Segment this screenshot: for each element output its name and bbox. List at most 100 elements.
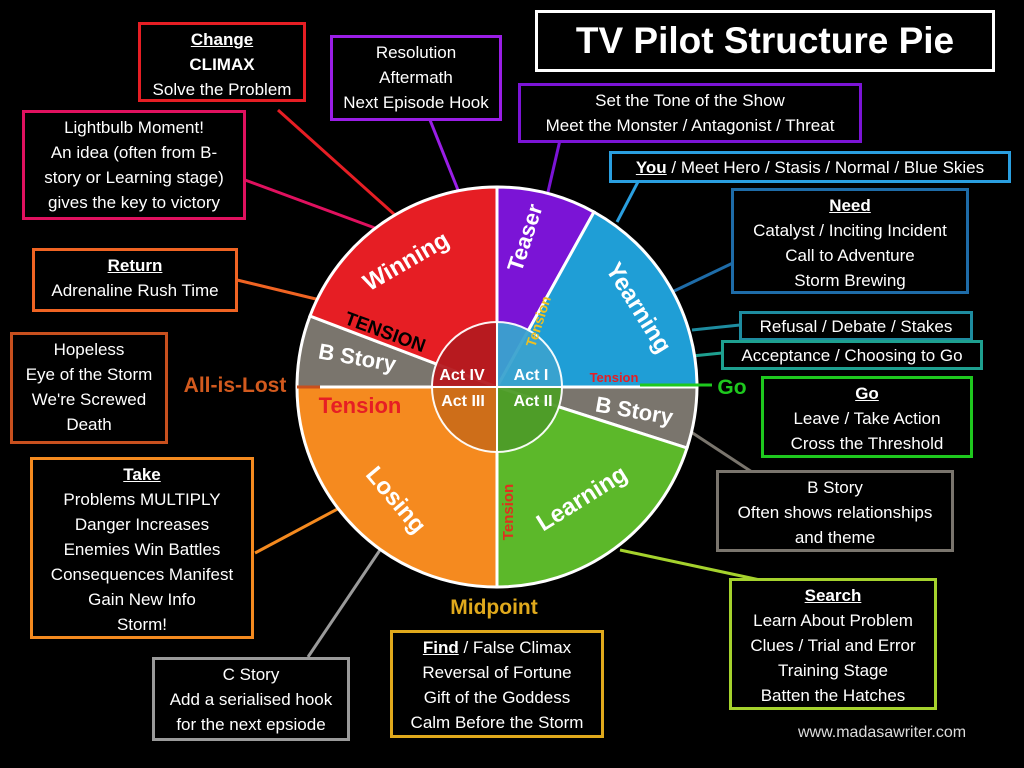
connector-search — [619, 548, 761, 582]
marker-midpoint: Midpoint — [450, 596, 537, 619]
label-act4: Act IV — [439, 367, 485, 384]
label-act3: Act III — [441, 393, 485, 410]
tension-midpoint: Tension — [500, 484, 517, 540]
tension-left: Tension — [319, 393, 402, 418]
hopeless-line2: Eye of the Storm — [25, 365, 153, 384]
website-url: www.madasawriter.com — [798, 724, 967, 741]
need-heading: Need — [829, 196, 871, 215]
b-story-line1: B Story — [807, 478, 863, 497]
sector-losing — [295, 385, 499, 589]
return-heading: Return — [107, 256, 163, 275]
search-heading: Search — [804, 586, 862, 605]
find-line1: Reversal of Fortune — [422, 663, 572, 682]
take-line2: Danger Increases — [74, 515, 210, 534]
need-line3: Storm Brewing — [794, 271, 906, 290]
resolution-line3: Next Episode Hook — [343, 93, 489, 112]
connector-c-story — [306, 549, 382, 658]
connector-change — [276, 108, 397, 217]
need-line2: Call to Adventure — [785, 246, 915, 265]
set-tone-line1: Set the Tone of the Show — [595, 91, 785, 110]
sector-learning — [495, 384, 689, 589]
change-line2: Solve the Problem — [152, 80, 292, 99]
return-line1: Adrenaline Rush Time — [51, 281, 219, 300]
take-line3: Enemies Win Battles — [63, 540, 221, 559]
search-line4: Batten the Hatches — [760, 686, 906, 705]
connector-take — [254, 503, 346, 555]
set-tone-box: Set the Tone of the Show Meet the Monste… — [518, 83, 862, 143]
find-rest: / False Climax — [458, 638, 572, 657]
find-line3: Calm Before the Storm — [410, 713, 584, 732]
connector-return — [236, 278, 321, 302]
hopeless-line4: Death — [66, 415, 112, 434]
hopeless-line3: We're Screwed — [31, 390, 147, 409]
tension-right: Tension — [590, 370, 639, 385]
connector-lightbulb — [244, 178, 376, 230]
need-box: Need Catalyst / Inciting Incident Call t… — [731, 188, 969, 294]
c-story-line3: for the next epsiode — [176, 715, 326, 734]
return-box: Return Adrenaline Rush Time — [32, 248, 238, 312]
you-line: You / Meet Hero / Stasis / Normal / Blue… — [618, 156, 1002, 179]
resolution-line2: Aftermath — [379, 68, 453, 87]
go-heading: Go — [855, 384, 879, 403]
change-line1: CLIMAX — [189, 55, 255, 74]
search-line2: Clues / Trial and Error — [750, 636, 916, 655]
act2-quadrant — [496, 386, 564, 454]
refusal-line1: Refusal / Debate / Stakes — [759, 317, 953, 336]
b-story-line3: and theme — [794, 528, 876, 547]
you-heading: You — [635, 158, 667, 177]
c-story-line1: C Story — [222, 665, 280, 684]
act4-quadrant — [430, 320, 498, 388]
find-box: Find / False Climax Reversal of Fortune … — [390, 630, 604, 738]
need-line1: Catalyst / Inciting Incident — [753, 221, 947, 240]
acceptance-line1: Acceptance / Choosing to Go — [741, 346, 963, 365]
label-act2: Act II — [513, 393, 552, 410]
search-line1: Learn About Problem — [753, 611, 913, 630]
resolution-line1: Resolution — [375, 43, 457, 62]
marker-all-is-lost: All-is-Lost — [184, 374, 287, 397]
sector-yearning — [494, 209, 699, 389]
take-line5: Gain New Info — [88, 590, 196, 609]
act3-quadrant — [430, 386, 498, 454]
connector-need — [671, 260, 736, 294]
page-title: TV Pilot Structure Pie — [535, 10, 995, 72]
connector-resolution — [428, 119, 460, 191]
marker-go: Go — [717, 376, 746, 399]
b-story-line2: Often shows relationships — [737, 503, 933, 522]
go-line2: Cross the Threshold — [790, 434, 944, 453]
acceptance-box: Acceptance / Choosing to Go — [721, 340, 983, 370]
label-act1: Act I — [514, 367, 549, 384]
take-box: Take Problems MULTIPLY Danger Increases … — [30, 457, 254, 639]
find-line2: Gift of the Goddess — [423, 688, 571, 707]
b-story-box: B Story Often shows relationships and th… — [716, 470, 954, 552]
lightbulb-line1: Lightbulb Moment! — [64, 118, 204, 137]
take-line4: Consequences Manifest — [50, 565, 234, 584]
find-line0: Find / False Climax — [399, 635, 595, 660]
act1-quadrant — [496, 320, 564, 388]
search-box: Search Learn About Problem Clues / Trial… — [729, 578, 937, 710]
change-heading: Change — [190, 30, 254, 49]
take-heading: Take — [123, 465, 161, 484]
go-line1: Leave / Take Action — [793, 409, 941, 428]
c-story-box: C Story Add a serialised hook for the ne… — [152, 657, 350, 741]
set-tone-line2: Meet the Monster / Antagonist / Threat — [545, 116, 835, 135]
hopeless-line1: Hopeless — [53, 340, 125, 359]
go-box: Go Leave / Take Action Cross the Thresho… — [761, 376, 973, 458]
find-heading: Find — [422, 638, 459, 657]
lightbulb-line2: An idea (often from B- — [50, 143, 218, 162]
connector-you — [615, 177, 642, 223]
you-box: You / Meet Hero / Stasis / Normal / Blue… — [609, 151, 1011, 183]
lightbulb-line3: story or Learning stage) — [44, 168, 224, 187]
connector-refusal — [691, 323, 741, 332]
you-rest: / Meet Hero / Stasis / Normal / Blue Ski… — [666, 158, 985, 177]
sector-winning — [308, 185, 499, 390]
take-line1: Problems MULTIPLY — [63, 490, 221, 509]
change-box: Change CLIMAX Solve the Problem — [138, 22, 306, 102]
resolution-box: Resolution Aftermath Next Episode Hook — [330, 35, 502, 121]
search-line3: Training Stage — [778, 661, 888, 680]
connector-set-tone — [546, 139, 562, 193]
lightbulb-box: Lightbulb Moment! An idea (often from B-… — [22, 110, 246, 220]
hopeless-box: Hopeless Eye of the Storm We're Screwed … — [10, 332, 168, 444]
connector-acceptance — [691, 351, 723, 358]
lightbulb-line4: gives the key to victory — [48, 193, 220, 212]
